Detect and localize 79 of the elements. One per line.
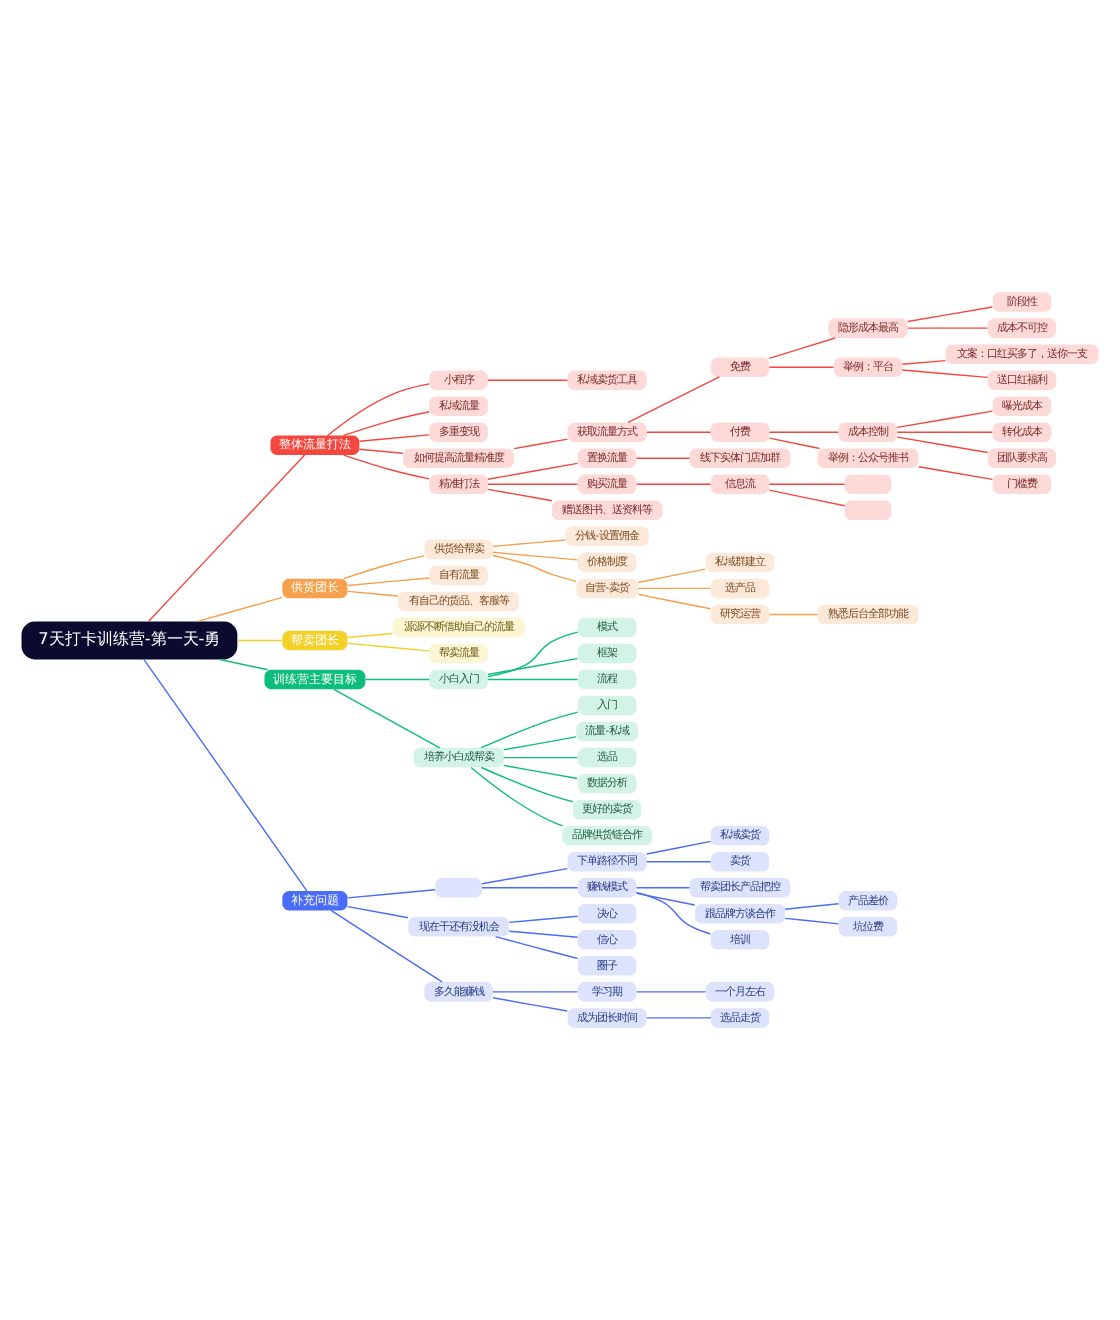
- connector: [768, 366, 835, 368]
- connector: [343, 454, 430, 480]
- connector: [768, 613, 819, 616]
- connector: [918, 466, 994, 481]
- connector: [768, 337, 836, 360]
- connector: [646, 1017, 712, 1019]
- connector: [197, 596, 283, 623]
- connector: [143, 658, 308, 892]
- connector: [347, 632, 393, 639]
- connector: [502, 764, 579, 780]
- connector: [635, 991, 707, 993]
- connector: [487, 657, 579, 676]
- connector: [343, 411, 430, 437]
- connector: [492, 997, 568, 1012]
- connector: [364, 678, 430, 681]
- connector: [219, 658, 269, 671]
- connector: [487, 631, 579, 678]
- connector: [487, 462, 579, 480]
- connector: [481, 887, 579, 889]
- connector: [480, 711, 579, 749]
- connector: [470, 766, 564, 827]
- connector: [768, 489, 846, 507]
- connector: [646, 431, 712, 433]
- connector: [901, 359, 947, 366]
- connector: [784, 903, 840, 910]
- connector: [635, 892, 696, 906]
- connector: [487, 678, 579, 681]
- connector: [907, 327, 989, 329]
- connector: [646, 861, 712, 863]
- connector: [502, 756, 579, 759]
- connector: [901, 369, 989, 379]
- connector: [907, 306, 994, 323]
- connector: [326, 383, 430, 437]
- connector: [358, 448, 404, 454]
- connector: [343, 555, 425, 580]
- connector: [637, 593, 712, 610]
- connector: [896, 436, 989, 454]
- node-box: 7天打卡训练营-第一天-勇: [21, 621, 238, 660]
- connector: [896, 431, 994, 433]
- connector: [487, 379, 569, 381]
- node-box: [435, 878, 482, 898]
- connector: [627, 376, 721, 424]
- connector: [492, 539, 566, 548]
- connector: [492, 554, 577, 583]
- connector: [347, 642, 430, 652]
- connector: [487, 488, 553, 502]
- connector: [347, 577, 430, 587]
- connector: [896, 410, 994, 429]
- connector: [635, 483, 712, 485]
- connector: [358, 434, 430, 442]
- connector: [492, 551, 579, 561]
- connector: [487, 483, 579, 485]
- connector: [513, 438, 569, 450]
- connector: [508, 915, 579, 924]
- connector: [494, 935, 579, 960]
- connector: [646, 840, 712, 855]
- connector: [330, 910, 443, 983]
- connector: [502, 736, 577, 751]
- node-box: [844, 500, 892, 521]
- connector: [147, 454, 306, 623]
- connector: [347, 889, 436, 899]
- connector: [635, 457, 691, 459]
- connector: [768, 483, 846, 485]
- connector: [784, 917, 840, 925]
- connector: [333, 688, 441, 749]
- connector: [347, 905, 409, 919]
- node-box: [844, 474, 892, 495]
- connector: [347, 590, 399, 597]
- connector: [768, 437, 821, 450]
- connector: [635, 891, 712, 935]
- connector: [492, 991, 579, 993]
- connector: [236, 639, 283, 642]
- connector: [637, 568, 707, 584]
- connector: [480, 766, 574, 803]
- connector: [481, 867, 569, 885]
- connector: [508, 930, 579, 938]
- connector: [637, 587, 712, 590]
- connector: [768, 431, 840, 433]
- connector: [635, 887, 691, 889]
